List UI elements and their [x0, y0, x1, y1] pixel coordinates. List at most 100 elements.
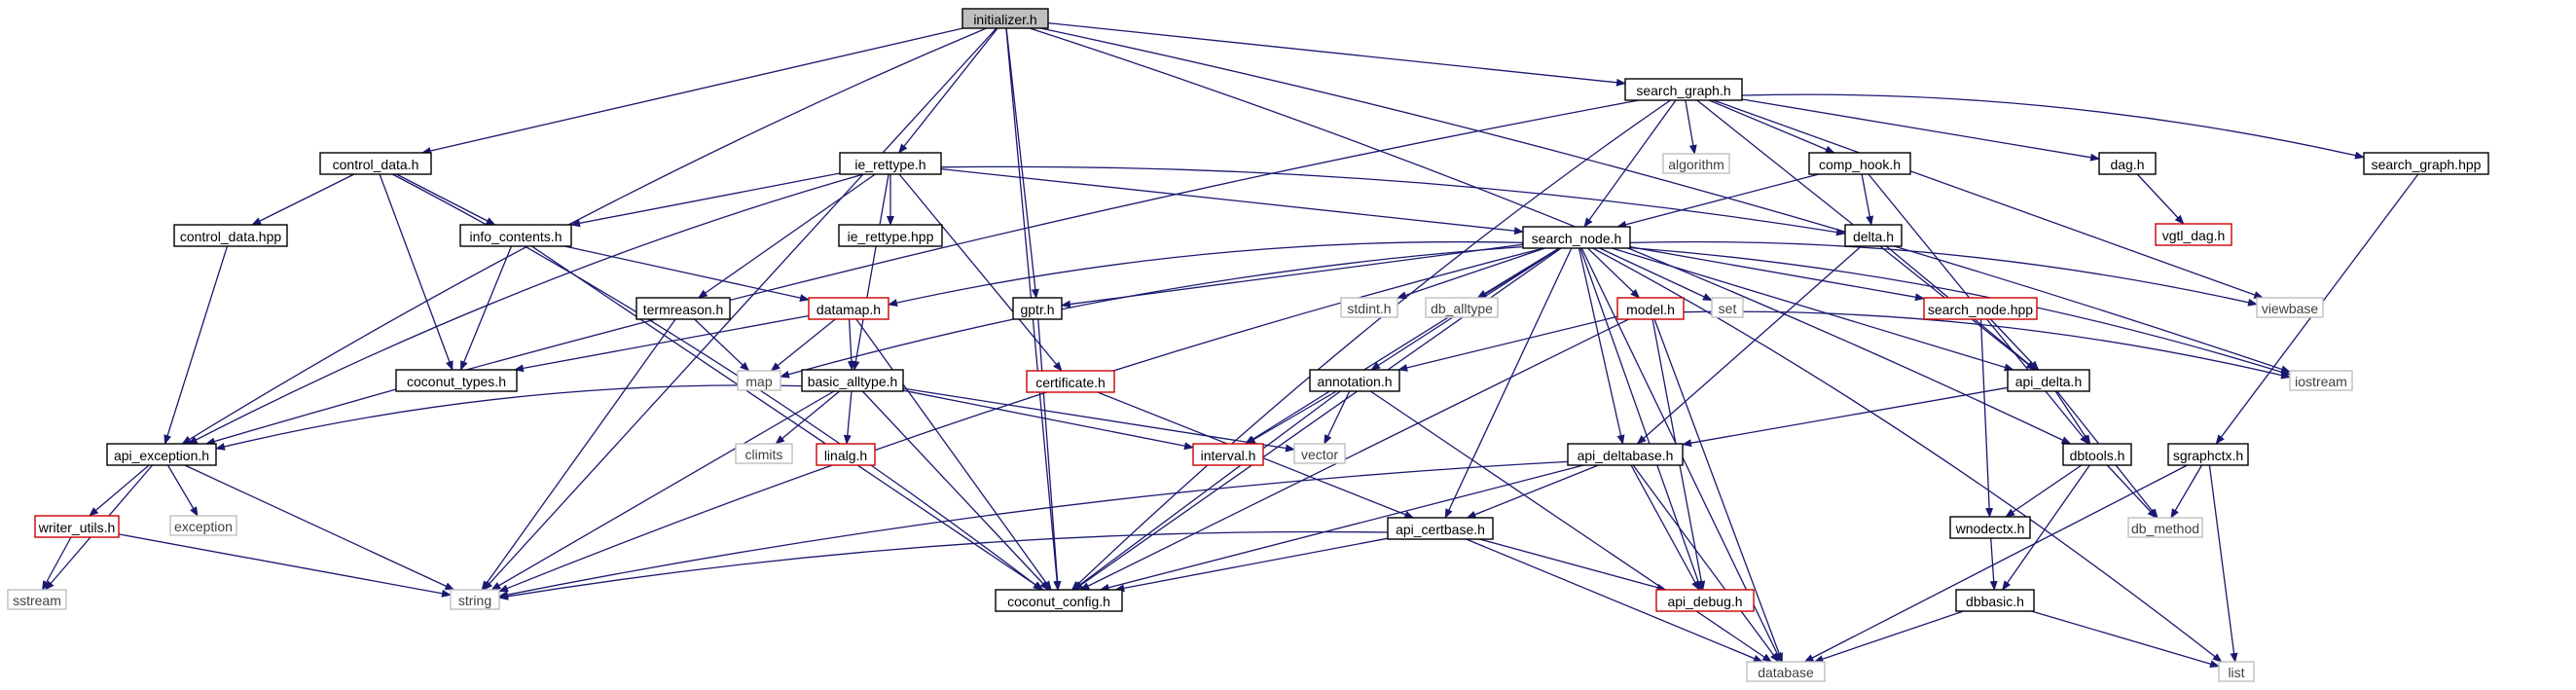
node-ie-rettype-hpp[interactable]: ie_rettype.hpp	[838, 224, 943, 247]
node-delta-h[interactable]: delta.h	[1844, 224, 1903, 247]
node-label: set	[1719, 301, 1737, 316]
node-box	[106, 443, 217, 466]
node-label: annotation.h	[1317, 374, 1392, 389]
node-api-deltabase-h[interactable]: api_deltabase.h	[1567, 443, 1684, 466]
node-termreason-h[interactable]: termreason.h	[635, 297, 731, 320]
node-datamap-h[interactable]: datamap.h	[808, 297, 889, 320]
node-label: dbbasic.h	[1966, 594, 2024, 609]
node-box	[1923, 297, 2038, 320]
edge-model_h-to-database	[1653, 318, 1783, 663]
node-box	[838, 224, 943, 247]
edge-ie_rettype_h-to-certificate_h	[898, 173, 1063, 372]
node-model-h[interactable]: model.h	[1616, 297, 1685, 320]
node-box	[2218, 661, 2255, 682]
node-box	[1711, 297, 1744, 318]
node-box	[1567, 443, 1684, 466]
edge-basic_alltype_h-to-api_exception_h	[215, 384, 803, 451]
node-sgraphctx-h[interactable]: sgraphctx.h	[2167, 443, 2249, 466]
node-box	[635, 297, 731, 320]
node-label: delta.h	[1853, 229, 1894, 244]
node-api-exception-h[interactable]: api_exception.h	[106, 443, 217, 466]
node-label: coconut_types.h	[407, 374, 506, 389]
node-dbtools-h[interactable]: dbtools.h	[2062, 443, 2132, 466]
node-label: basic_alltype.h	[808, 374, 898, 389]
edge-search_node_h-to-string	[498, 247, 1544, 593]
node-certificate-h[interactable]: certificate.h	[1026, 370, 1115, 393]
node-box	[1012, 297, 1063, 320]
nodes-layer: initializer.h search_graph.h control_data.…	[7, 8, 2489, 682]
node-db-alltype: db_alltype	[1425, 297, 1499, 318]
edge-wnodectx_h-to-dbbasic_h	[1989, 537, 1998, 591]
node-box	[1522, 226, 1631, 249]
node-db-method: db_method	[2127, 517, 2203, 538]
node-wnodectx-h[interactable]: wnodectx.h	[1949, 516, 2031, 539]
node-label: interval.h	[1201, 448, 1256, 463]
node-box	[1387, 517, 1494, 540]
node-label: search_graph.h	[1636, 83, 1730, 98]
node-box	[1662, 153, 1730, 174]
edge-annotation_h-to-interval_h	[1245, 390, 1337, 445]
node-box	[2007, 369, 2090, 392]
node-comp-hook-h[interactable]: comp_hook.h	[1808, 152, 1911, 175]
node-label: database	[1758, 665, 1814, 680]
edge-annotation_h-to-database	[1369, 390, 1773, 663]
edge-api_exception_h-to-string	[184, 464, 455, 591]
edge-control_data_h-to-control_data_hpp	[251, 173, 355, 226]
edge-info_contents_h-to-coconut_types_h	[459, 245, 513, 371]
node-coconut-config-h[interactable]: coconut_config.h	[995, 589, 1123, 612]
node-info-contents-h[interactable]: info_contents.h	[459, 224, 572, 247]
node-label: api_deltabase.h	[1578, 448, 1674, 463]
node-api-delta-h[interactable]: api_delta.h	[2007, 369, 2090, 392]
node-label: wnodectx.h	[1955, 521, 2025, 536]
edge-basic_alltype_h-to-interval_h	[902, 389, 1194, 451]
node-control-data-hpp[interactable]: control_data.hpp	[173, 224, 288, 247]
node-label: algorithm	[1668, 157, 1724, 172]
edge-dbtools_h-to-wnodectx_h	[2005, 464, 2083, 518]
node-box	[2098, 152, 2157, 175]
node-label: writer_utils.h	[38, 520, 116, 535]
node-api-debug-h[interactable]: api_debug.h	[1655, 589, 1755, 612]
node-ie-rettype-h[interactable]: ie_rettype.h	[839, 152, 942, 175]
edge-api_certbase_h-to-database	[1466, 538, 1763, 663]
edge-sgraphctx_h-to-list	[2208, 464, 2238, 663]
node-label: vgtl_dag.h	[2162, 228, 2226, 243]
node-search-node-h[interactable]: search_node.h	[1522, 226, 1631, 249]
node-linalg-h[interactable]: linalg.h	[816, 443, 876, 466]
node-gptr-h[interactable]: gptr.h	[1012, 297, 1063, 320]
node-box	[169, 515, 237, 536]
node-box	[1746, 661, 1826, 682]
node-coconut-types-h[interactable]: coconut_types.h	[395, 369, 518, 392]
node-control-data-h[interactable]: control_data.h	[319, 152, 432, 175]
node-vgtl-dag-h[interactable]: vgtl_dag.h	[2155, 223, 2232, 246]
node-label: sgraphctx.h	[2173, 448, 2243, 463]
edge-search_node_h-to-api_delta_h	[1612, 247, 2014, 372]
node-annotation-h[interactable]: annotation.h	[1309, 369, 1400, 392]
edge-basic_alltype_h-to-climits	[775, 390, 841, 445]
node-dag-h[interactable]: dag.h	[2098, 152, 2157, 175]
node-writer-utils-h[interactable]: writer_utils.h	[34, 515, 120, 538]
edge-model_h-to-coconut_config_h	[1079, 318, 1629, 591]
edge-dbbasic_h-to-list	[2031, 610, 2220, 669]
edge-basic_alltype_h-to-coconut_config_h	[861, 390, 1050, 591]
edge-initializer-to-search_graph_h	[1047, 21, 1626, 87]
node-label: comp_hook.h	[1819, 157, 1901, 172]
node-search-graph-hpp[interactable]: search_graph.hpp	[2363, 152, 2489, 175]
node-viewbase: viewbase	[2256, 297, 2324, 318]
node-box	[1309, 369, 1400, 392]
edge-writer_utils_h-to-sstream	[41, 536, 72, 591]
edge-api_certbase_h-to-coconut_config_h	[1114, 537, 1389, 593]
node-label: stdint.h	[1347, 301, 1391, 316]
node-box	[1624, 78, 1743, 101]
edge-basic_alltype_h-to-linalg_h	[843, 390, 853, 445]
edge-api_deltabase_h-to-api_certbase_h	[1466, 464, 1599, 519]
node-interval-h[interactable]: interval.h	[1192, 443, 1264, 466]
node-search-graph-h[interactable]: search_graph.h	[1624, 78, 1743, 101]
edge-dag_h-to-vgtl_dag_h	[2136, 173, 2185, 225]
node-dbbasic-h[interactable]: dbbasic.h	[1955, 589, 2035, 612]
edge-datamap_h-to-coconut_config_h	[855, 318, 1052, 591]
node-api-certbase-h[interactable]: api_certbase.h	[1387, 517, 1494, 540]
node-basic-alltype-h[interactable]: basic_alltype.h	[801, 369, 904, 392]
node-initializer[interactable]: initializer.h	[961, 8, 1049, 29]
edge-search_node_h-to-iostream	[1629, 246, 2291, 377]
node-search-node-hpp[interactable]: search_node.hpp	[1923, 297, 2038, 320]
